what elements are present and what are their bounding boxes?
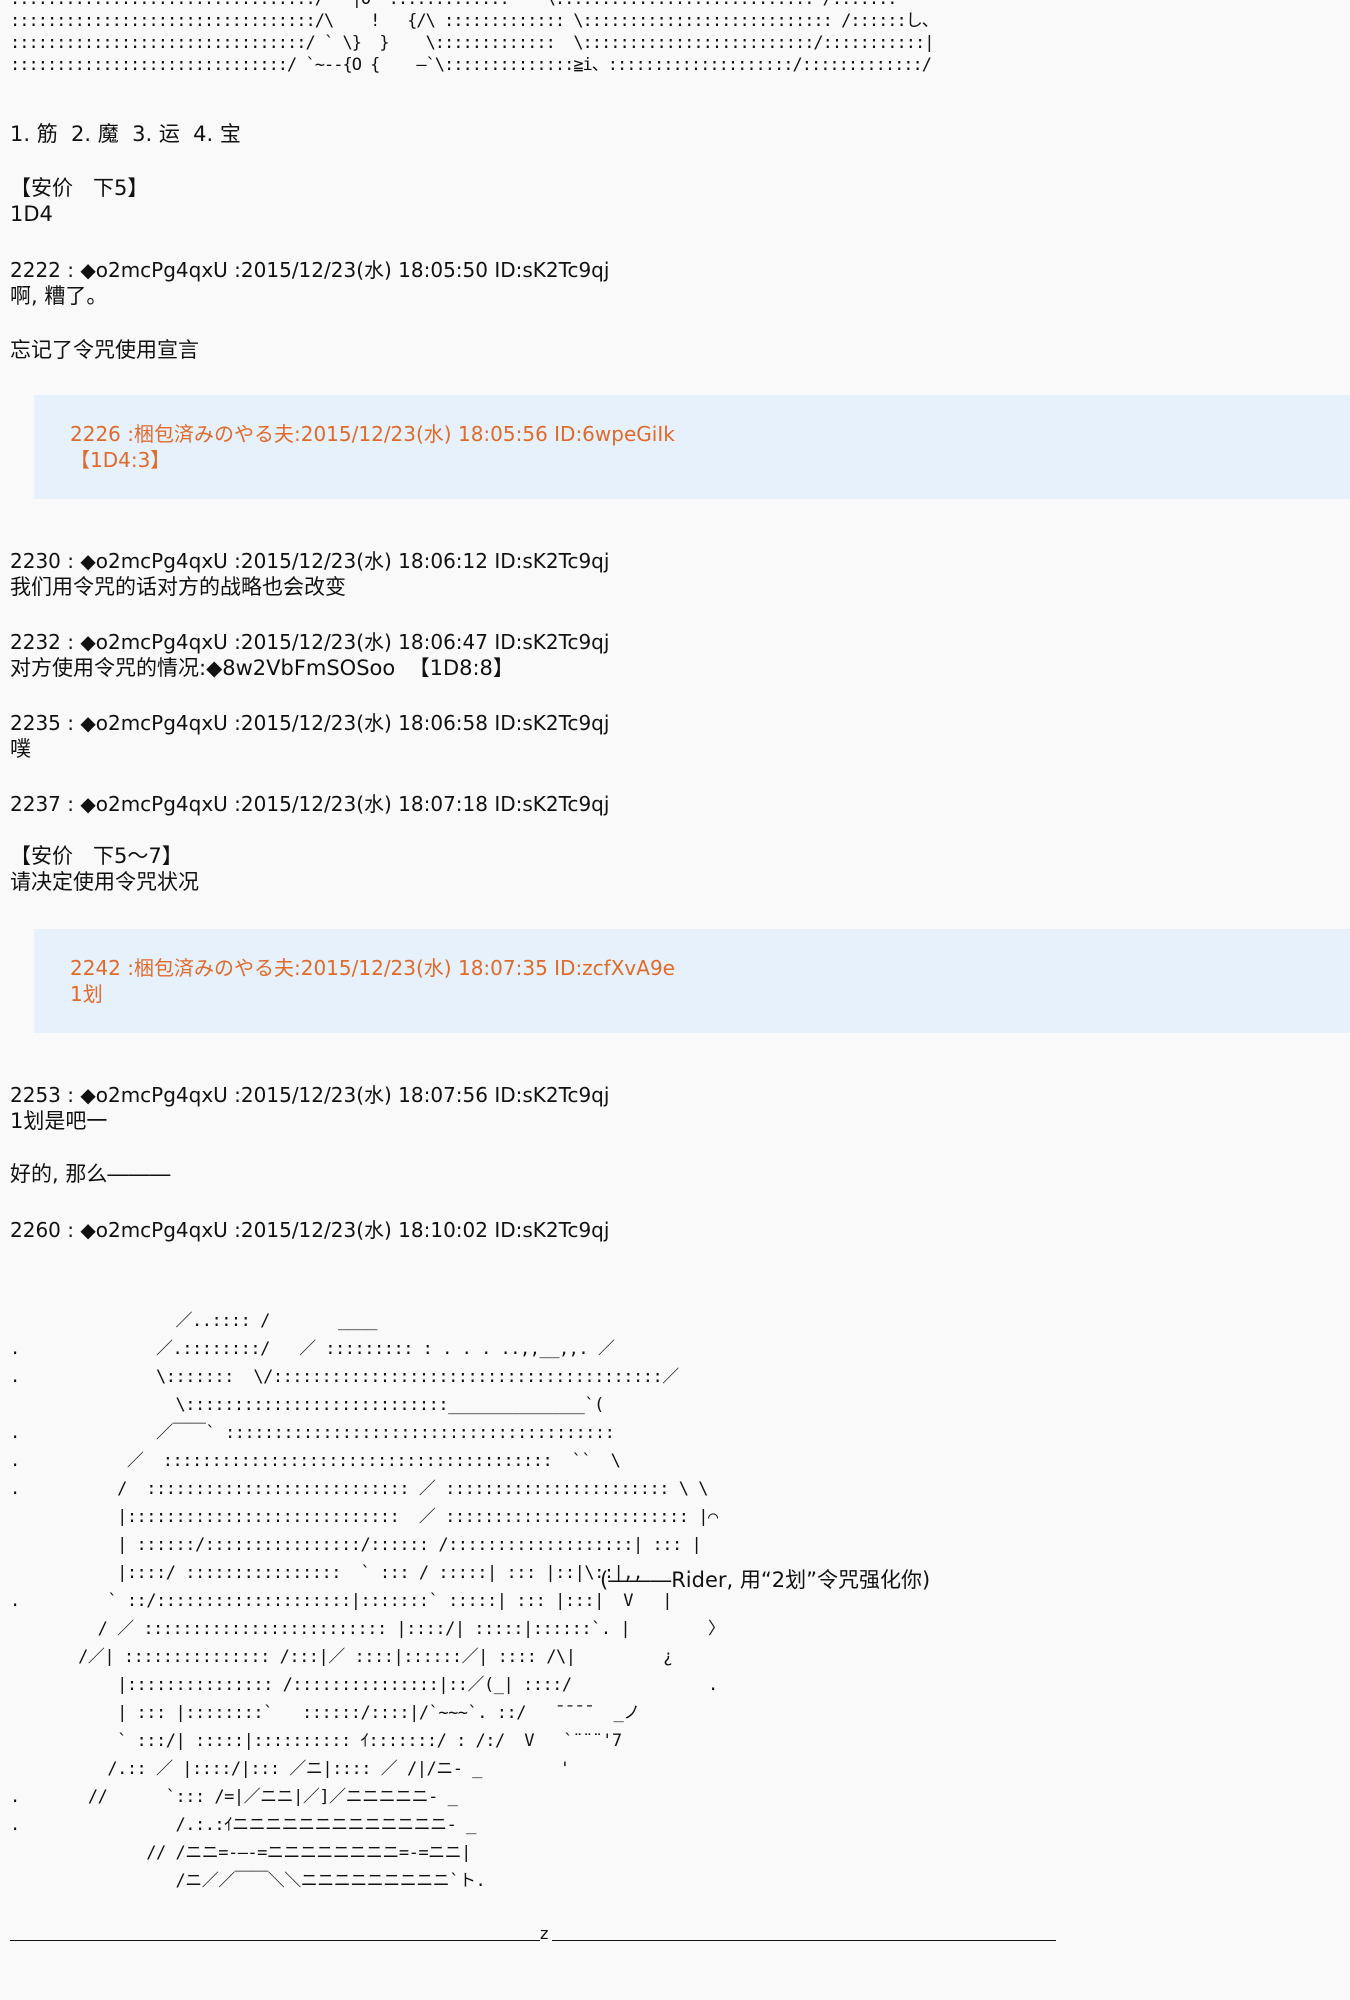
quote-header: 2226 :梱包済みのやる夫:2015/12/23(水) 18:05:56 ID…: [70, 422, 675, 446]
post-header-2230: 2230 : ◆o2mcPg4qxU :2015/12/23(水) 18:06:…: [10, 549, 610, 573]
quoted-reply-2242: 2242 :梱包済みのやる夫:2015/12/23(水) 18:07:35 ID…: [34, 929, 1350, 1033]
dice-roll: 1D4: [10, 202, 53, 226]
post-text: 好的, 那么―――: [10, 1162, 171, 1186]
post-text: 1划是吧一: [10, 1109, 108, 1133]
section-divider: [10, 1940, 540, 1941]
ascii-art-character: ／..:::: / ____ . ／.::::::::/ ／ :::::::::…: [10, 1311, 725, 1891]
post-header-2253: 2253 : ◆o2mcPg4qxU :2015/12/23(水) 18:07:…: [10, 1083, 610, 1107]
ascii-art-top: :::::::::::::::::::::::::::::::::/ |O ':…: [10, 0, 939, 75]
post-header-2235: 2235 : ◆o2mcPg4qxU :2015/12/23(水) 18:06:…: [10, 711, 610, 735]
ascii-art-caption: (―――Rider, 用“2划”令咒强化你): [600, 1568, 931, 1592]
post-header-2222: 2222 : ◆o2mcPg4qxU :2015/12/23(水) 18:05:…: [10, 258, 610, 282]
post-text: 对方使用令咒的情况:◆8w2VbFmSOSoo 【1D8:8】: [10, 656, 514, 680]
post-text: 噗: [10, 737, 31, 761]
stat-options: 1. 筋 2. 魔 3. 运 4. 宝: [10, 122, 241, 146]
post-header-2237: 2237 : ◆o2mcPg4qxU :2015/12/23(水) 18:07:…: [10, 792, 610, 816]
section-divider: [552, 1940, 1056, 1941]
post-text: 啊, 糟了。: [10, 284, 108, 308]
divider-mark: z: [540, 1924, 549, 1943]
post-header-2260: 2260 : ◆o2mcPg4qxU :2015/12/23(水) 18:10:…: [10, 1218, 610, 1242]
post-header-2232: 2232 : ◆o2mcPg4qxU :2015/12/23(水) 18:06:…: [10, 630, 610, 654]
post-text: 请决定使用令咒状况: [10, 870, 199, 894]
post-text: 忘记了令咒使用宣言: [10, 338, 199, 362]
quote-header: 2242 :梱包済みのやる夫:2015/12/23(水) 18:07:35 ID…: [70, 956, 675, 980]
quoted-reply-2226: 2226 :梱包済みのやる夫:2015/12/23(水) 18:05:56 ID…: [34, 395, 1350, 499]
post-text: 我们用令咒的话对方的战略也会改变: [10, 575, 346, 599]
quote-body: 1划: [70, 982, 103, 1006]
anka-instruction: 【安价 下5～7】: [10, 844, 183, 868]
anka-instruction: 【安价 下5】: [10, 176, 149, 200]
quote-body: 【1D4:3】: [70, 448, 171, 472]
